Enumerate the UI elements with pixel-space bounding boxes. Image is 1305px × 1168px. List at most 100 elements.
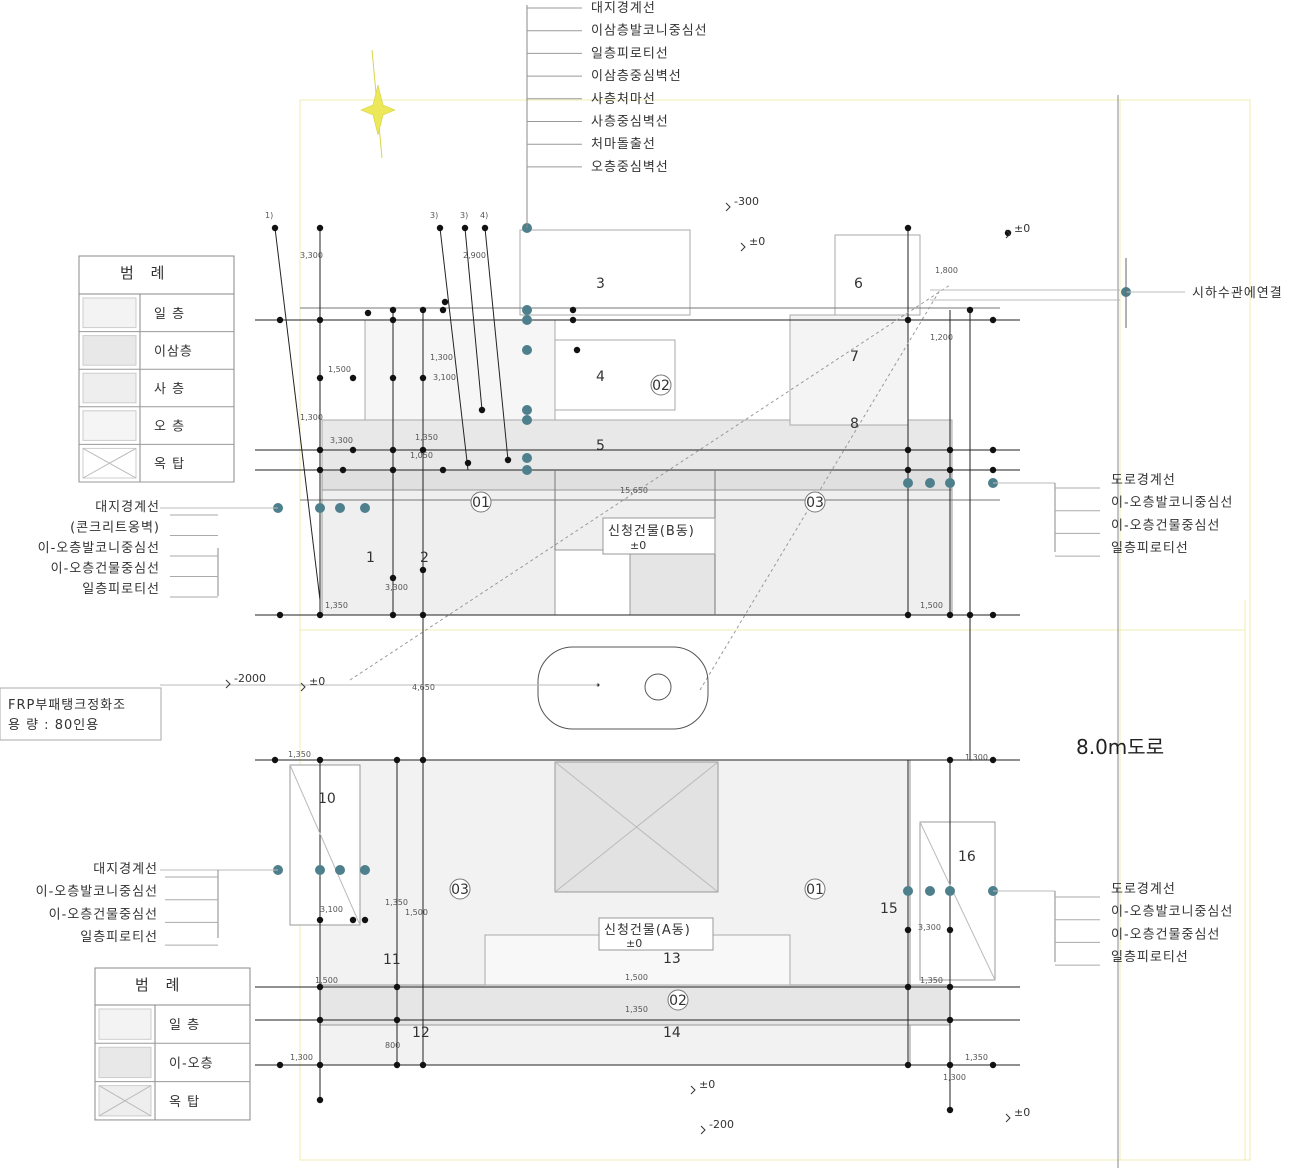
zone-number: 3 — [596, 276, 605, 292]
side-label: 일층피로티선 — [82, 582, 160, 597]
dimension-text: 1,500 — [920, 601, 943, 610]
elevation-mark: ±0 — [749, 235, 765, 248]
circled-number: 03 — [451, 882, 469, 898]
elevation-mark: ±0 — [1014, 222, 1030, 235]
elevation-mark: ±0 — [699, 1078, 715, 1091]
septic-note-line2: 용 량 : 80인용 — [8, 718, 99, 733]
side-label: 도로경계선 — [1111, 882, 1176, 897]
dimension-text: 1,350 — [385, 898, 408, 907]
dimension-text: 3,100 — [433, 373, 456, 382]
legend-item: 이삼층 — [154, 344, 193, 359]
dimension-text: 1,300 — [943, 1073, 966, 1082]
elevation-mark: -300 — [734, 195, 759, 208]
legend-item: 옥 탑 — [154, 457, 185, 472]
dimension-text: 800 — [385, 1041, 400, 1050]
elevation-mark: -200 — [709, 1118, 734, 1131]
legend-item: 사 층 — [154, 382, 185, 397]
dimension-text: 4,650 — [412, 683, 435, 692]
legend-lower: 범 례 일 층이-오층옥 탑 — [94, 967, 251, 1121]
section-markers: 1) 3) 3) 4) — [265, 211, 488, 220]
side-label: 이-오층건물중심선 — [51, 562, 160, 577]
dimension-text: 3,100 — [320, 905, 343, 914]
zone-number: 2 — [420, 550, 429, 566]
top-label: 이삼층중심벽선 — [591, 69, 682, 84]
circled-number: 01 — [806, 882, 824, 898]
zone-number: 6 — [854, 276, 863, 292]
zone-number: 13 — [663, 951, 681, 967]
zone-number: 14 — [663, 1025, 681, 1041]
side-label: 이-오층건물중심선 — [1111, 927, 1220, 942]
side-label: 이-오층발코니중심선 — [36, 885, 158, 900]
zone-number: 11 — [383, 952, 401, 968]
septic-tank — [160, 646, 709, 730]
reference-markers — [160, 223, 1185, 896]
top-label-list: 대지경계선이삼층발코니중심선일층피로티선이삼층중심벽선사층처마선사층중심벽선처마… — [526, 1, 707, 228]
legend-item: 일 층 — [154, 307, 185, 322]
dimension-text: 1,350 — [965, 1053, 988, 1062]
dimension-text: 1,500 — [625, 973, 648, 982]
dimension-text: 1,350 — [288, 750, 311, 759]
side-label: (콘크리트옹벽) — [70, 521, 160, 536]
elevation-mark: -2000 — [234, 672, 266, 685]
section-marker: 1) — [265, 211, 273, 220]
dimension-text: 1,500 — [328, 365, 351, 374]
legend-item: 옥 탑 — [169, 1095, 200, 1110]
sewer-connection-label: 시하수관에연결 — [1192, 286, 1283, 301]
dimension-text: 1,200 — [930, 333, 953, 342]
side-label: 이-오층발코니중심선 — [1111, 496, 1233, 511]
side-label: 도로경계선 — [1111, 473, 1176, 488]
septic-note-line1: FRP부패탱크정화조 — [8, 698, 126, 713]
legend-item: 오 층 — [154, 420, 185, 435]
north-arrow-icon — [360, 49, 396, 159]
top-label: 일층피로티선 — [591, 46, 669, 61]
dimension-text: 15,650 — [620, 486, 648, 495]
elevation-mark: ±0 — [1014, 1106, 1030, 1119]
building-a-plan — [255, 759, 1020, 1110]
dimension-text: 1,350 — [415, 433, 438, 442]
building-a-label: 신청건물(A동) ±0 — [598, 917, 714, 951]
section-marker: 3) — [460, 211, 468, 220]
side-label: 일층피로티선 — [80, 930, 158, 945]
zone-number: 8 — [850, 416, 859, 432]
zone-number: 10 — [318, 791, 336, 807]
legend-item: 이-오층 — [169, 1056, 214, 1071]
dimension-text: 1,350 — [920, 976, 943, 985]
side-label: 일층피로티선 — [1111, 950, 1189, 965]
yellow-guide-lines — [299, 99, 1251, 1161]
dimension-text: 3,300 — [300, 251, 323, 260]
elevation-mark: ±0 — [309, 675, 325, 688]
building-b-name: 신청건물(B동) — [608, 524, 695, 539]
circled-number: 01 — [472, 495, 490, 511]
side-label: 대지경계선 — [95, 500, 160, 515]
dimension-text: 1,500 — [315, 976, 338, 985]
dimension-text: 1,300 — [300, 413, 323, 422]
grid-dots — [271, 224, 1012, 1114]
top-label: 처마돌출선 — [591, 137, 656, 152]
elevation-marks: -300 ±0 ±0 -2000 ±0 ±0 -200 ±0 — [225, 195, 1030, 1135]
section-marker: 3) — [430, 211, 438, 220]
legend-item: 일 층 — [169, 1018, 200, 1033]
zone-number: 5 — [596, 438, 605, 454]
dimension-text: 1,300 — [290, 1053, 313, 1062]
top-label: 대지경계선 — [591, 1, 656, 16]
side-label: 이-오층발코니중심선 — [38, 541, 160, 556]
section-marker: 4) — [480, 211, 488, 220]
building-b-elev: ±0 — [630, 539, 646, 552]
dimension-text: 1,500 — [405, 908, 428, 917]
dimension-text: 1,350 — [325, 601, 348, 610]
zone-number: 15 — [880, 901, 898, 917]
zone-number: 4 — [596, 369, 605, 385]
legend-upper-title: 범 례 — [120, 264, 170, 282]
dimension-text: 1,050 — [410, 451, 433, 460]
top-label: 사층중심벽선 — [591, 115, 669, 130]
building-a-elev: ±0 — [626, 937, 642, 950]
side-label: 이-오층발코니중심선 — [1111, 905, 1233, 920]
building-b-label: 신청건물(B동) ±0 — [602, 517, 716, 555]
